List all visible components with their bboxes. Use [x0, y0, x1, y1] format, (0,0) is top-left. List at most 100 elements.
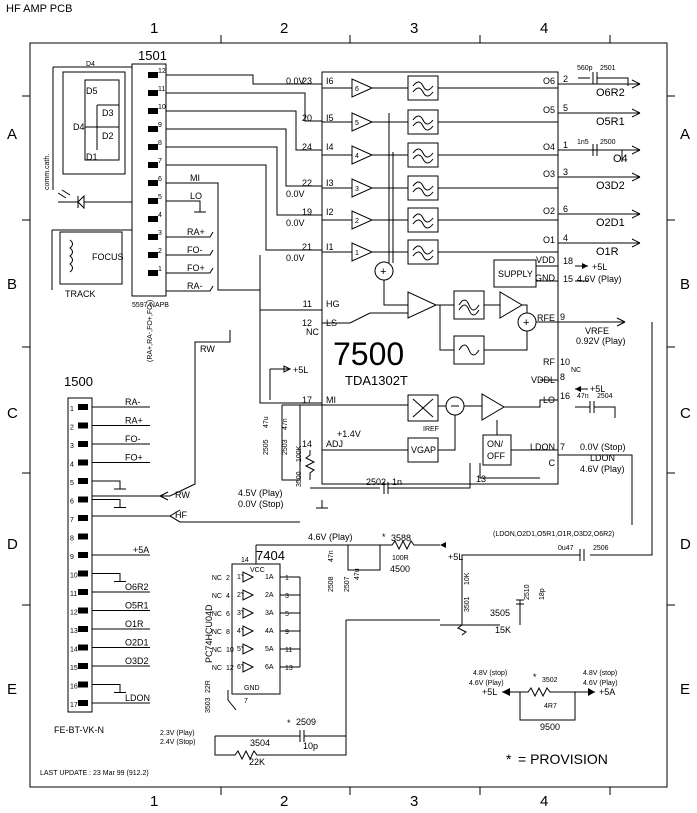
svg-text:7: 7 [560, 442, 565, 452]
ic7500-pin-name-O5: O5 [543, 105, 555, 115]
conn1500-pin-3 [78, 441, 88, 447]
comm-cath-label: comm.cath. [44, 154, 51, 190]
conn1500-signal-17: LDON [125, 693, 150, 703]
ic7500-pin-name-VDD: VDD [536, 255, 556, 265]
conn1501-pin-num-10: 10 [158, 104, 166, 111]
grid-col-2-bottom: 2 [280, 793, 288, 810]
supply-left-play: 4.6V (Play) [469, 680, 504, 687]
ic7404-gate-y-1: 2Y [237, 592, 246, 599]
output-o2d1: O2D1 [596, 217, 625, 229]
ic7404-gate-a-1: 2A [265, 592, 274, 599]
conn1500-signal-15: O3D2 [125, 656, 149, 666]
conn1501-pin-num-8: 8 [158, 140, 162, 147]
filter-5 [407, 109, 439, 135]
cap-2505-label: 2505 [263, 439, 270, 455]
ic7500-pin-24: 24 [302, 142, 312, 152]
grid-row-c-right: C [680, 405, 691, 422]
ic7500-pin-22: 22 [302, 178, 312, 188]
resistor-3588 [380, 539, 440, 551]
ic7500-pin-21: 21 [302, 242, 312, 252]
signal-mi: MI [190, 173, 200, 183]
bus-label-2: (LDON,O2D1,O5R1,O1R,O3D2,O6R2) [493, 531, 614, 538]
conn1500-signal-11: O6R2 [125, 582, 149, 592]
gnd-play-volt: 4.6V (Play) [577, 274, 622, 284]
input-amp-label-4: 4 [355, 153, 359, 160]
diode-label-d1: D1 [86, 152, 98, 162]
diode-label-d4-top: D4 [86, 61, 95, 68]
cap-2506-value: 0u47 [558, 545, 574, 552]
conn1501-signal-3: FO- [187, 245, 203, 255]
conn1501-body [131, 63, 167, 297]
conn1501-pin-num-9: 9 [158, 122, 162, 129]
ic7404-vcc: VCC [250, 567, 265, 574]
conn1500-pin-4 [78, 459, 88, 466]
ic7404-gate-y-5: 6Y [237, 664, 246, 671]
grid-col-4-bottom: 4 [540, 793, 548, 810]
hg-amp [407, 291, 438, 319]
conn1500-signal-13: O1R [125, 619, 144, 629]
grid-col-1-bottom: 1 [150, 793, 158, 810]
res-3500-value: 100K [296, 445, 303, 462]
supply-right-play: 4.6V (Play) [583, 680, 618, 687]
rw-label: RW [175, 490, 190, 500]
cap-2508-value: 47n [328, 550, 335, 562]
ldon-stop-volt: 0.0V (Stop) [580, 442, 626, 452]
resistor-3500 [304, 450, 316, 480]
out-pin-2: 2 [563, 74, 568, 84]
inverter-gate-3 [242, 607, 255, 619]
conn1501-pin-num-1: 1 [158, 266, 162, 273]
cap-2502-ref: 2502 [366, 477, 386, 487]
grid-col-4-top: 4 [540, 20, 548, 37]
svg-text:13: 13 [476, 474, 486, 484]
ic7404-left-pin-4: 4 [226, 593, 230, 600]
ldon-play-volt: 4.6V (Play) [580, 464, 625, 474]
res-3500-label: 3500 [296, 471, 303, 487]
conn1500-pin-num-4: 4 [70, 462, 74, 469]
grid-col-3-bottom: 3 [410, 793, 418, 810]
ic7500-pin-12: 12 [302, 318, 312, 328]
output-o1r: O1R [596, 246, 619, 258]
cap-2503-value: 47n [282, 418, 289, 430]
res-3503-ref: 3503 [205, 697, 212, 713]
svg-text:15: 15 [563, 274, 573, 284]
res-4500-ref: 4500 [390, 564, 410, 574]
output-o5r1: O5R1 [596, 116, 625, 128]
conn1500-pin-num-14: 14 [70, 647, 78, 654]
input-amp-label-3: 3 [355, 186, 359, 193]
ic7404-left-pin-8: 8 [226, 629, 230, 636]
adj-volt: +1.4V [337, 429, 361, 439]
cap-2505-value: 47u [263, 416, 270, 428]
ic7404-left-pin-12: 12 [226, 665, 234, 672]
cap-2509-value: 10p [303, 741, 318, 751]
conn1500-pin-15 [78, 663, 88, 669]
conn1501-pin-9 [148, 126, 158, 132]
conn1500-pin-5 [78, 478, 88, 484]
conn1500-pin-num-7: 7 [70, 517, 74, 524]
filter-1 [407, 239, 439, 265]
grid-row-a-right: A [680, 126, 690, 143]
ic7404-right-pin-13: 13 [285, 665, 293, 672]
conn1500-pin-10 [78, 570, 88, 577]
svg-text:16: 16 [560, 391, 570, 401]
inverter-gate-5 [242, 643, 255, 655]
ic7404-right-pin-11: 11 [285, 647, 292, 654]
conn1500-pin-9 [78, 552, 88, 558]
cap-2502 [310, 463, 471, 494]
ic7404-left-pin-2: 2 [226, 575, 230, 582]
conn1500-signal-12: O5R1 [125, 601, 149, 611]
conn1500-pin-num-15: 15 [70, 665, 78, 672]
out-pin-3: 3 [563, 167, 568, 177]
svg-text:*: * [287, 718, 291, 728]
supply-block [493, 259, 537, 288]
conn1501-pin-6 [148, 180, 158, 186]
mi-stop-volt: 0.0V (Stop) [238, 499, 284, 509]
grid-col-3-top: 3 [410, 20, 418, 37]
filter-3 [407, 175, 439, 201]
ic7500-pin-volt-23: 0.0V [286, 76, 305, 86]
ic7500-pin-name-GND: GND [535, 273, 556, 283]
ic7500-pin-name-O3: O3 [543, 169, 555, 179]
